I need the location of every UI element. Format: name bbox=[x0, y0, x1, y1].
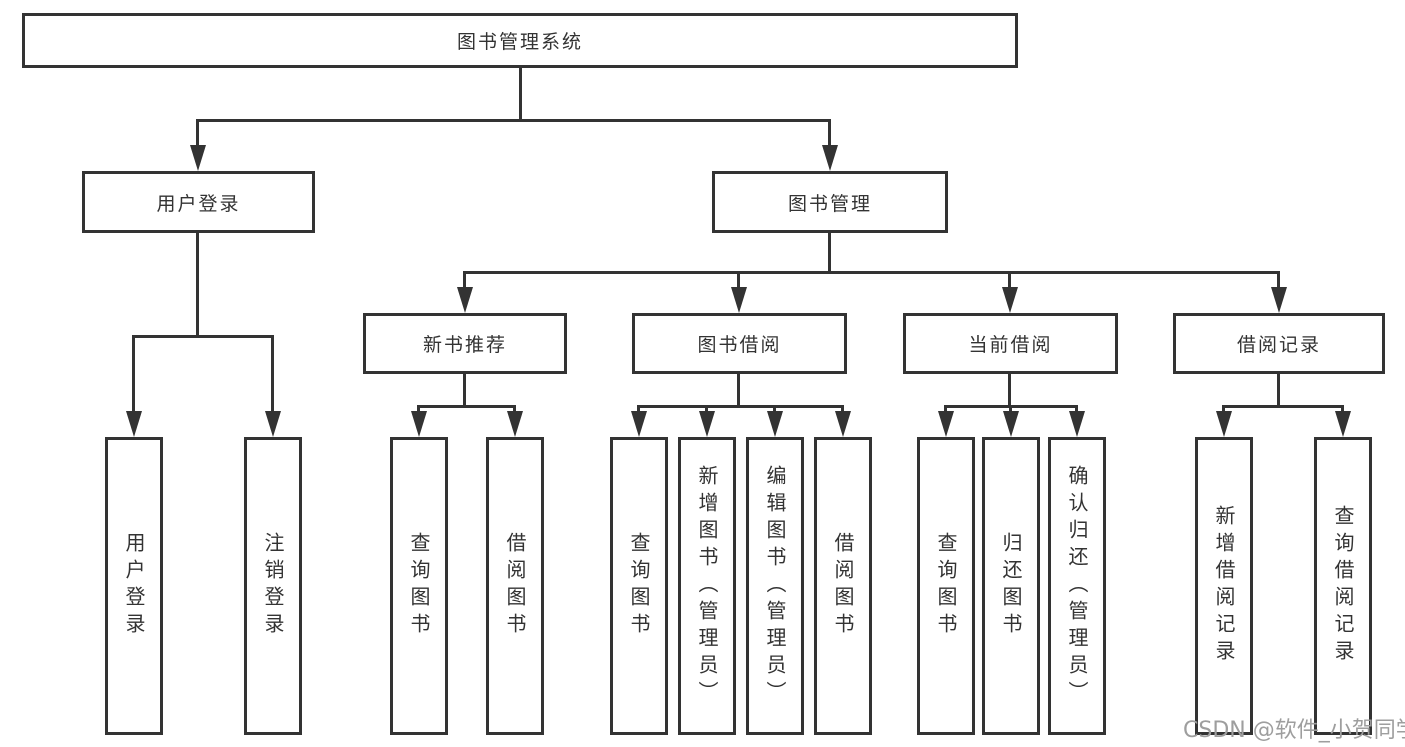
connector-records-drop bbox=[1277, 374, 1280, 408]
connector-shaft bbox=[1222, 405, 1225, 414]
arrowhead-down-icon bbox=[126, 411, 142, 437]
leaf-label: 查询借阅记录 bbox=[1331, 505, 1355, 667]
leaf-borrow-books-recommend: 借阅图书 bbox=[486, 437, 544, 735]
connector-userlogin-drop bbox=[196, 233, 199, 338]
connector-shaft bbox=[1008, 271, 1011, 290]
arrowhead-down-icon bbox=[411, 411, 427, 437]
node-new-book-recommend: 新书推荐 bbox=[363, 313, 567, 374]
connector-shaft bbox=[1277, 271, 1280, 290]
connector-records-rail bbox=[1222, 405, 1344, 408]
node-label: 借阅记录 bbox=[1236, 334, 1321, 356]
node-label: 当前借阅 bbox=[968, 334, 1053, 356]
arrowhead-down-icon bbox=[731, 287, 747, 313]
connector-shaft bbox=[1075, 405, 1078, 414]
connector-current-drop bbox=[1008, 374, 1011, 408]
arrowhead-down-icon bbox=[1216, 411, 1232, 437]
connector-root-drop bbox=[519, 68, 522, 122]
connector-recommend-drop bbox=[463, 374, 466, 408]
arrowhead-down-icon bbox=[835, 411, 851, 437]
csdn-watermark: CSDN @软件_小贺同学 bbox=[1183, 718, 1405, 743]
leaf-label: 查询图书 bbox=[934, 532, 958, 640]
leaf-label: 编辑图书（管理员） bbox=[763, 464, 787, 708]
node-user-login: 用户登录 bbox=[82, 171, 315, 233]
leaf-label: 用户登录 bbox=[122, 532, 146, 640]
leaf-logout: 注销登录 bbox=[244, 437, 302, 735]
arrowhead-down-icon bbox=[507, 411, 523, 437]
arrowhead-down-icon bbox=[1335, 411, 1351, 437]
node-current-borrowing: 当前借阅 bbox=[903, 313, 1118, 374]
leaf-confirm-return-admin: 确认归还（管理员） bbox=[1048, 437, 1106, 735]
connector-recommend-rail bbox=[417, 405, 516, 408]
leaf-label: 借阅图书 bbox=[503, 532, 527, 640]
arrowhead-down-icon bbox=[1069, 411, 1085, 437]
connector-shaft bbox=[944, 405, 947, 414]
arrowhead-down-icon bbox=[1003, 411, 1019, 437]
node-label: 图书管理 bbox=[787, 192, 872, 215]
connector-shaft bbox=[132, 335, 135, 414]
leaf-add-books-admin: 新增图书（管理员） bbox=[678, 437, 736, 735]
arrowhead-down-icon bbox=[265, 411, 281, 437]
connector-shaft bbox=[1009, 405, 1012, 414]
arrowhead-down-icon bbox=[1002, 287, 1018, 313]
connector-bookmgmt-drop bbox=[828, 233, 831, 274]
connector-shaft bbox=[1341, 405, 1344, 414]
node-label: 图书管理系统 bbox=[456, 31, 583, 53]
leaf-label: 注销登录 bbox=[261, 532, 285, 640]
leaf-label: 归还图书 bbox=[999, 532, 1023, 640]
node-book-management: 图书管理 bbox=[712, 171, 948, 233]
leaf-label: 查询图书 bbox=[407, 532, 431, 640]
node-label: 用户登录 bbox=[156, 192, 241, 215]
leaf-add-borrow-record: 新增借阅记录 bbox=[1195, 437, 1253, 735]
arrowhead-down-icon bbox=[699, 411, 715, 437]
arrowhead-down-icon bbox=[822, 145, 838, 171]
leaf-query-books-borrowing: 查询图书 bbox=[610, 437, 668, 735]
node-label: 新书推荐 bbox=[422, 334, 507, 356]
leaf-user-login: 用户登录 bbox=[105, 437, 163, 735]
connector-userlogin-rail bbox=[132, 335, 274, 338]
connector-bookmgmt-rail bbox=[463, 271, 1280, 274]
connector-borrowing-rail bbox=[637, 405, 844, 408]
connector-shaft bbox=[271, 335, 274, 414]
leaf-label: 确认归还（管理员） bbox=[1065, 464, 1089, 708]
arrowhead-down-icon bbox=[767, 411, 783, 437]
connector-borrowing-drop bbox=[737, 374, 740, 408]
connector-shaft bbox=[637, 405, 640, 414]
connector-root-rail bbox=[196, 119, 831, 122]
connector-shaft bbox=[773, 405, 776, 414]
connector-shaft bbox=[828, 119, 831, 148]
connector-shaft bbox=[196, 119, 199, 148]
leaf-label: 查询图书 bbox=[627, 532, 651, 640]
arrowhead-down-icon bbox=[457, 287, 473, 313]
leaf-return-books: 归还图书 bbox=[982, 437, 1040, 735]
connector-shaft bbox=[417, 405, 420, 414]
arrowhead-down-icon bbox=[938, 411, 954, 437]
connector-shaft bbox=[513, 405, 516, 414]
node-book-borrowing: 图书借阅 bbox=[632, 313, 847, 374]
connector-shaft bbox=[841, 405, 844, 414]
node-borrowing-records: 借阅记录 bbox=[1173, 313, 1385, 374]
arrowhead-down-icon bbox=[190, 145, 206, 171]
leaf-edit-books-admin: 编辑图书（管理员） bbox=[746, 437, 804, 735]
leaf-label: 借阅图书 bbox=[831, 532, 855, 640]
leaf-query-borrow-record: 查询借阅记录 bbox=[1314, 437, 1372, 735]
leaf-borrow-books: 借阅图书 bbox=[814, 437, 872, 735]
leaf-label: 新增图书（管理员） bbox=[695, 464, 719, 708]
connector-shaft bbox=[463, 271, 466, 290]
leaf-query-books-current: 查询图书 bbox=[917, 437, 975, 735]
leaf-query-books-recommend: 查询图书 bbox=[390, 437, 448, 735]
arrowhead-down-icon bbox=[1271, 287, 1287, 313]
node-label: 图书借阅 bbox=[697, 334, 782, 356]
connector-shaft bbox=[737, 271, 740, 290]
arrowhead-down-icon bbox=[631, 411, 647, 437]
node-library-management-system: 图书管理系统 bbox=[22, 13, 1018, 68]
connector-shaft bbox=[705, 405, 708, 414]
leaf-label: 新增借阅记录 bbox=[1212, 505, 1236, 667]
